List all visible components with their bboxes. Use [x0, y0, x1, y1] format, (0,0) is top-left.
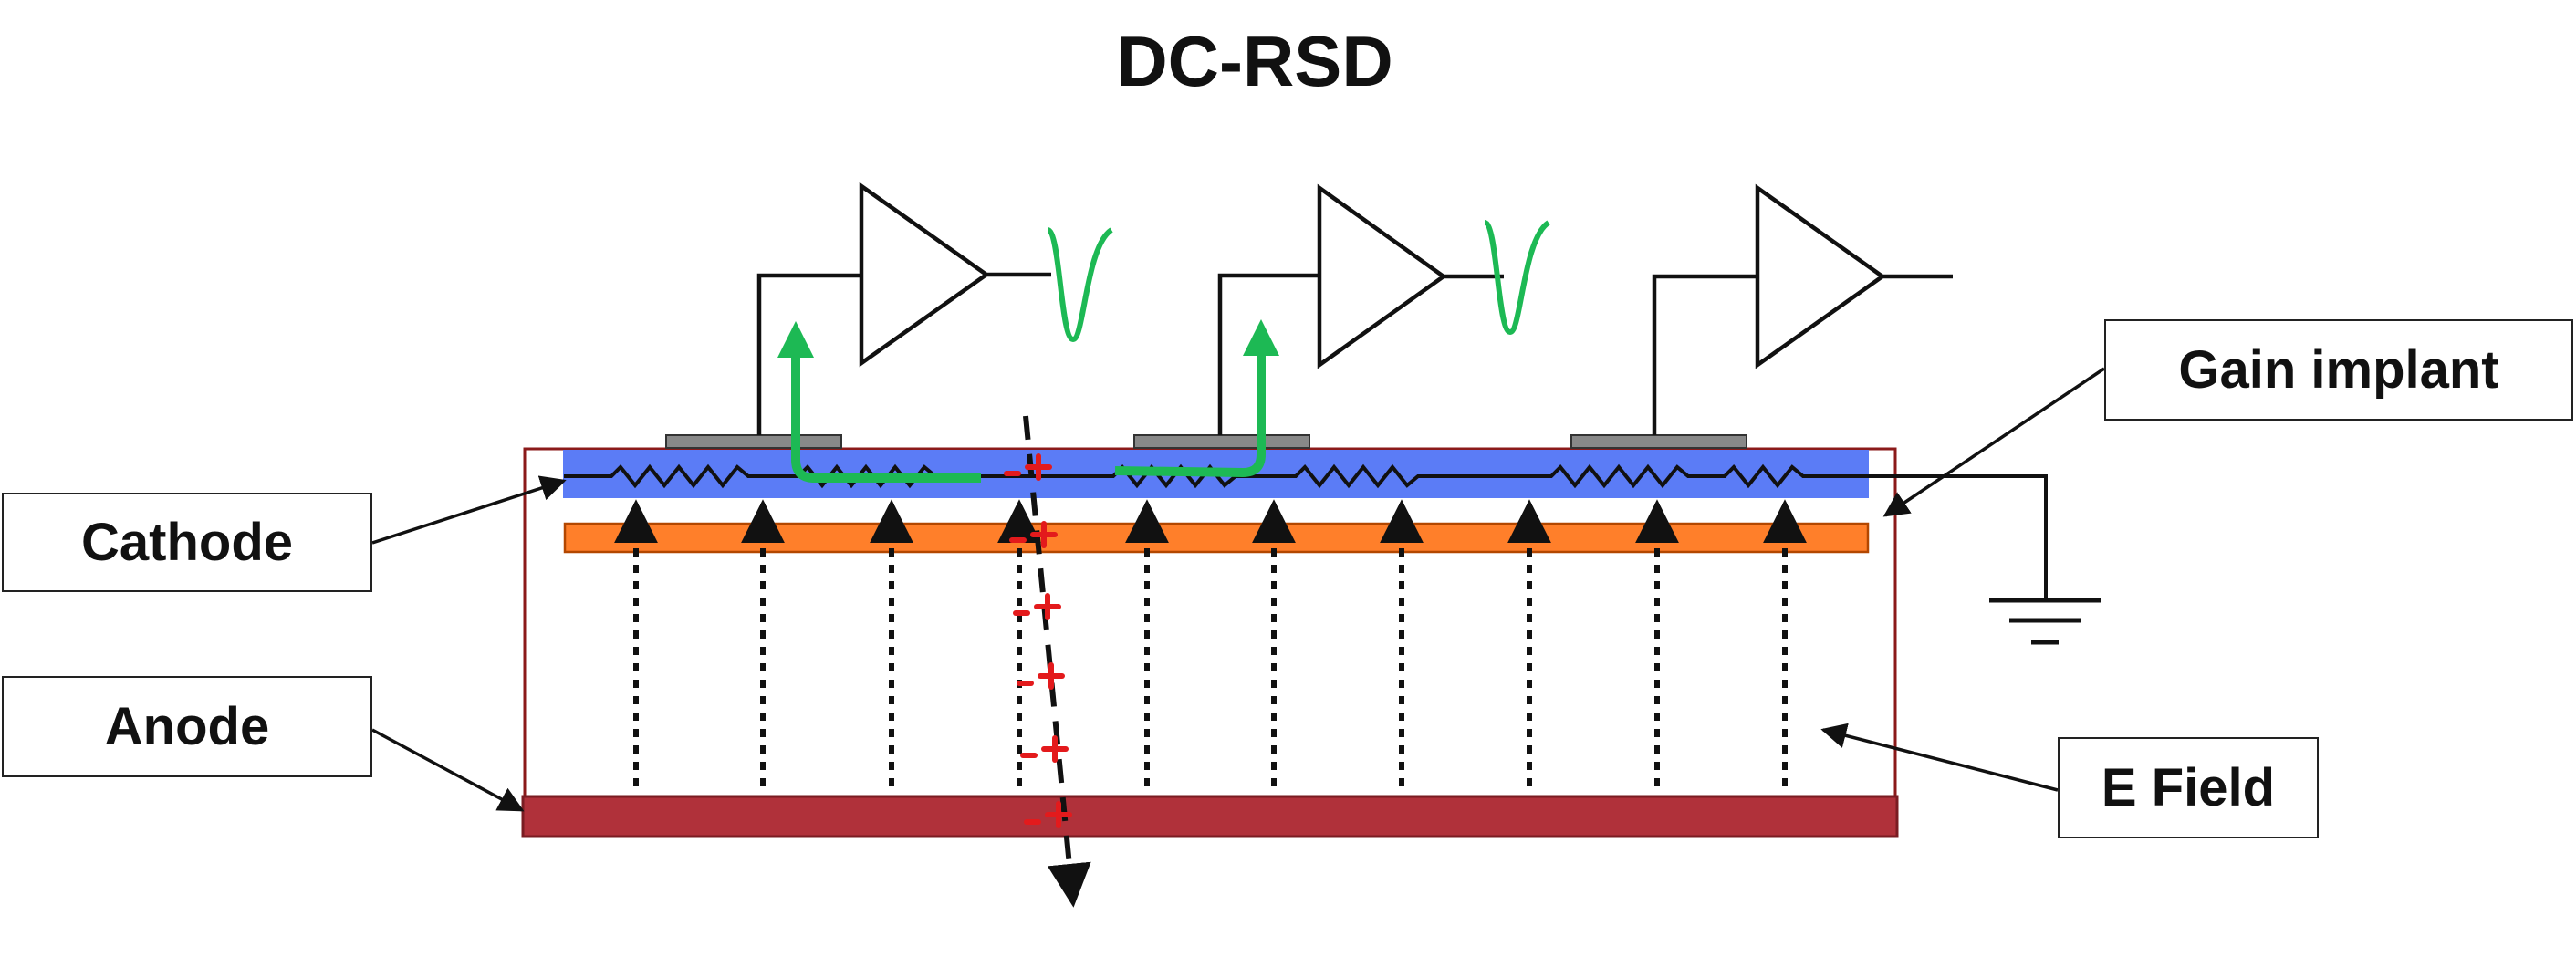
gain-implant-pointer: [1882, 367, 2105, 517]
readout-pad: [1133, 434, 1310, 449]
charge-pair-icon: [1009, 521, 1058, 548]
charge-pairs: [1004, 453, 1072, 828]
signal-pulse-icon: [1046, 227, 1113, 343]
charge-pair-icon: [1004, 453, 1052, 481]
e-field-label: E Field: [2058, 737, 2319, 838]
signal-current-path: [777, 321, 981, 483]
amplifier-triangle-icon: [859, 182, 990, 368]
callout-pointers: [371, 367, 2105, 812]
readout-pad: [665, 434, 842, 449]
e-field-arrows: [614, 499, 1807, 786]
e-field-pointer: [1820, 723, 2059, 792]
diagram-title: DC-RSD: [1116, 21, 1393, 101]
amplifier-2: [1217, 183, 1504, 435]
signal-pulse-icon: [1483, 220, 1550, 336]
readout-pad: [1570, 434, 1747, 449]
ground-symbol-icon: [1989, 598, 2101, 645]
anode-pointer: [371, 728, 525, 812]
charge-pair-icon: [1020, 735, 1069, 763]
particle-track: [1023, 415, 1091, 908]
ground-wire: [1869, 474, 2048, 600]
cathode-label: Cathode: [2, 493, 372, 592]
resistor-zigzag-icon: [564, 463, 1871, 489]
charge-pair-icon: [1017, 662, 1065, 690]
cathode-pointer: [371, 475, 567, 545]
amplifier-1: [756, 182, 1051, 435]
charge-pair-icon: [1013, 593, 1061, 620]
gain-implant-label: Gain implant: [2104, 319, 2573, 421]
amplifier-triangle-icon: [1755, 183, 1886, 369]
signal-current-path: [1114, 319, 1279, 477]
sensor-bulk: [523, 447, 1897, 837]
charge-pair-icon: [1024, 801, 1072, 828]
amplifier-triangle-icon: [1317, 183, 1447, 369]
amplifier-3: [1652, 183, 1953, 435]
anode-label: Anode: [2, 676, 372, 777]
anode-layer: [521, 795, 1899, 838]
